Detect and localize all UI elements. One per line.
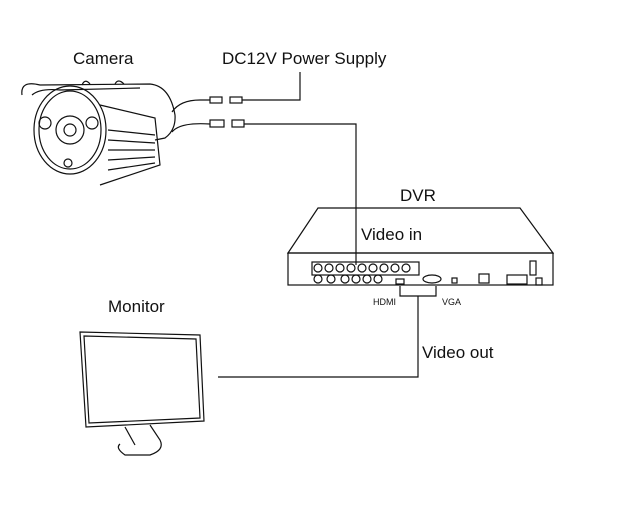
camera-label: Camera	[73, 49, 134, 68]
vga-label: VGA	[442, 297, 462, 307]
video-out-cable	[218, 296, 419, 378]
video-cable	[171, 123, 211, 133]
camera-icon	[21, 80, 176, 186]
power-supply-label: DC12V Power Supply	[222, 49, 387, 68]
hdmi-label: HDMI	[373, 297, 396, 307]
dvr-label: DVR	[400, 186, 436, 205]
monitor-icon	[79, 331, 205, 456]
video-in-label: Video in	[361, 225, 423, 244]
monitor-label: Monitor	[108, 297, 165, 316]
dvr-icon	[286, 207, 555, 286]
video-out-label: Video out	[422, 343, 494, 362]
power-cable	[171, 99, 210, 113]
